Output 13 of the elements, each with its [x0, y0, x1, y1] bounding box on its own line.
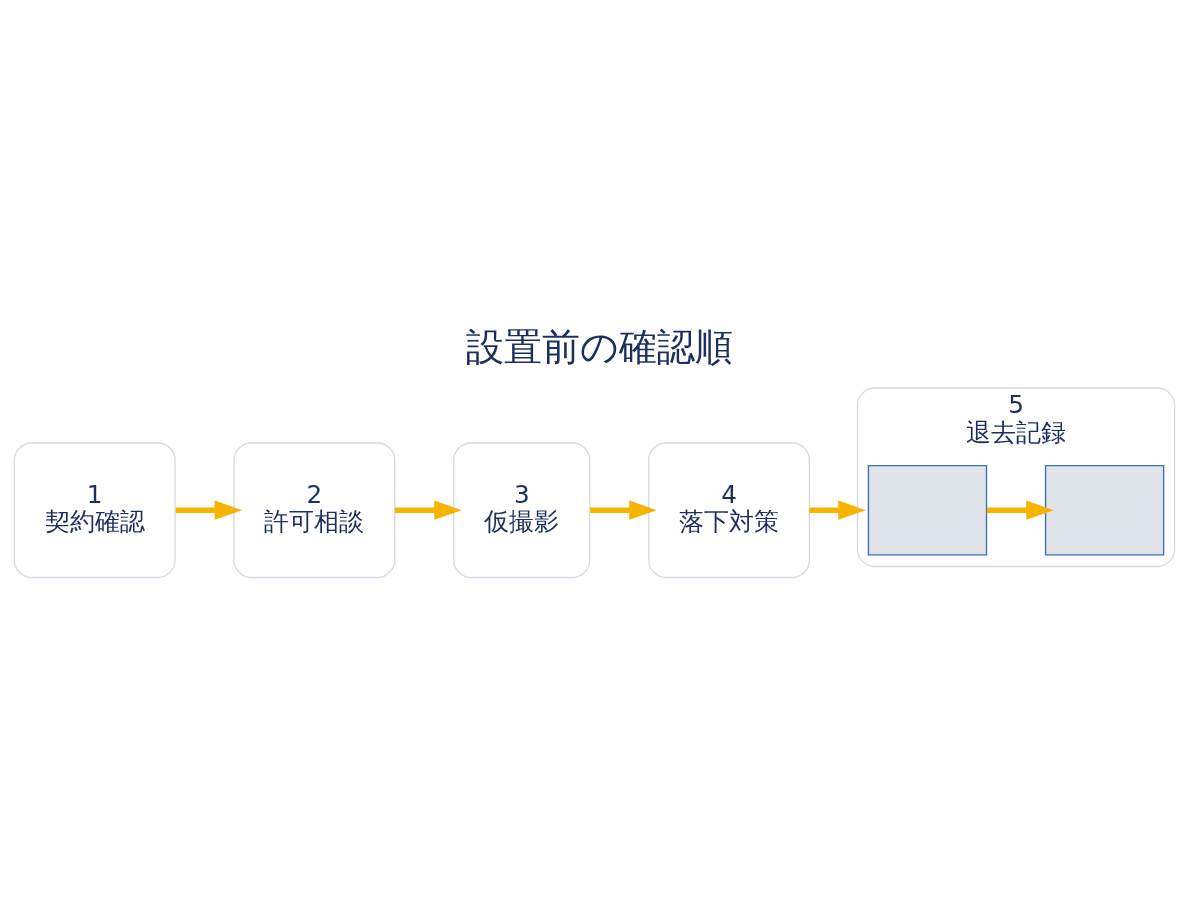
arrow — [394, 500, 462, 520]
arrow — [175, 500, 243, 520]
arrow — [590, 500, 657, 520]
node-box: 2 許可相談 — [233, 441, 396, 578]
node-box — [1044, 464, 1165, 556]
arrow — [809, 500, 866, 520]
diagram-title: 設置前の確認順 — [466, 323, 734, 369]
node-box: 3 仮撮影 — [453, 441, 591, 578]
arrow — [986, 500, 1054, 520]
node-box — [867, 464, 988, 556]
node-box: 1 契約確認 — [13, 441, 176, 578]
node-box: 4 落下対策 — [648, 441, 811, 578]
cluster: 5 退去記録 — [856, 386, 1176, 567]
